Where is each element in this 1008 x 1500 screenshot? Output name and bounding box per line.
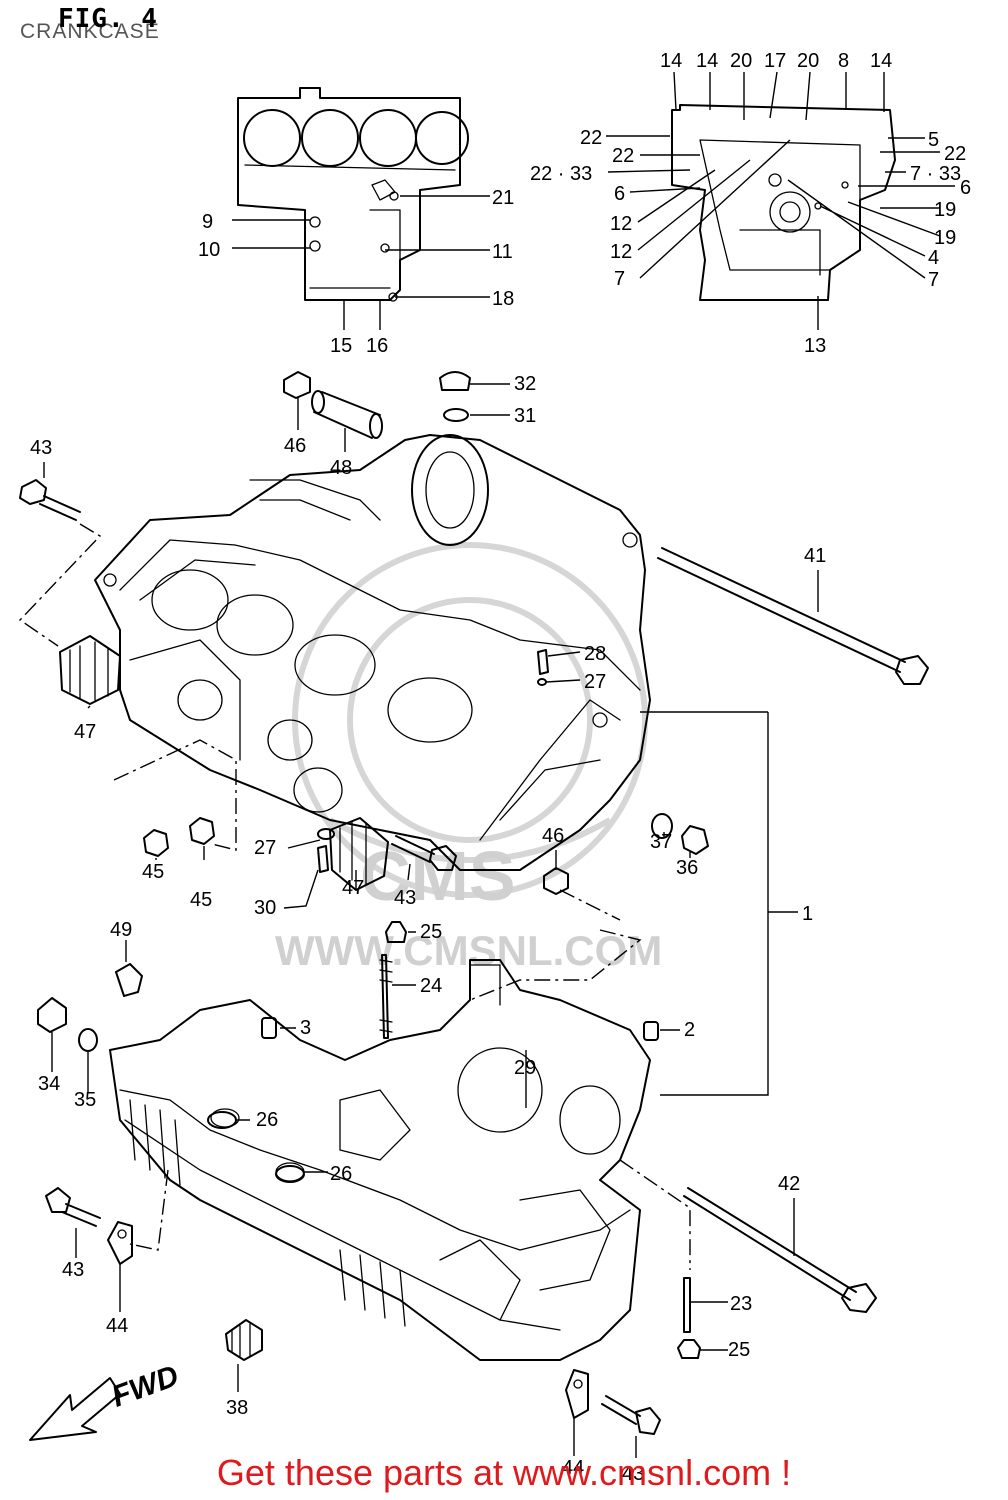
callout-46: 46 (284, 435, 306, 457)
callout-3: 3 (300, 1017, 311, 1039)
callout-49: 49 (110, 919, 132, 941)
callout-11: 11 (492, 241, 513, 263)
callout-7: 7 (614, 268, 625, 290)
callout-36: 36 (676, 857, 698, 879)
fwd-arrow-icon: FWD (29, 1359, 183, 1441)
callout-32: 32 (514, 373, 536, 395)
upper-crankcase (94, 434, 651, 871)
callout-7: 7 (928, 269, 939, 291)
callout-26: 26 (256, 1109, 278, 1131)
callout-27: 27 (584, 671, 606, 693)
callout-22: 22 (944, 143, 966, 165)
callout-46: 46 (542, 825, 564, 847)
callout-45: 45 (142, 861, 164, 883)
callout-7-33: 7 · 33 (910, 163, 961, 185)
callout-31: 31 (514, 405, 536, 427)
callout-28: 28 (584, 643, 606, 665)
callout-14: 14 (870, 50, 892, 72)
watermark-logo-text: CMS (360, 837, 516, 915)
callout-38: 38 (226, 1397, 248, 1419)
callout-26: 26 (330, 1163, 352, 1185)
fwd-label: FWD (108, 1359, 183, 1413)
callout-24: 24 (420, 975, 442, 997)
callout-12: 12 (610, 241, 632, 263)
callout-1: 1 (802, 903, 813, 925)
callout-6: 6 (614, 183, 625, 205)
callout-4: 4 (928, 247, 939, 269)
callout-18: 18 (492, 288, 514, 310)
callout-37: 37 (650, 831, 672, 853)
callout-16: 16 (366, 335, 388, 357)
callout-12: 12 (610, 213, 632, 235)
upper-case-inset (237, 87, 469, 302)
callout-41: 41 (804, 545, 826, 567)
callout-19: 19 (934, 227, 956, 249)
callout-27: 27 (254, 837, 276, 859)
watermark-url: WWW.CMSNL.COM (275, 927, 662, 974)
callout-20: 20 (797, 50, 819, 72)
callout-17: 17 (764, 50, 786, 72)
lower-case-inset (671, 104, 896, 301)
callout-21: 21 (492, 187, 514, 209)
small-parts (19, 371, 929, 1435)
callout-44: 44 (106, 1315, 128, 1337)
callout-45: 45 (190, 889, 212, 911)
callout-47: 47 (74, 721, 96, 743)
callout-23: 23 (730, 1293, 752, 1315)
callout-47: 47 (342, 877, 364, 899)
callout-10: 10 (198, 239, 220, 261)
callout-25: 25 (728, 1339, 750, 1361)
callout-5: 5 (928, 129, 939, 151)
callout-22-33: 22 · 33 (530, 163, 592, 185)
callout-14: 14 (660, 50, 682, 72)
callout-43: 43 (394, 887, 416, 909)
callout-29: 29 (514, 1057, 536, 1079)
callout-8: 8 (838, 50, 849, 72)
callout-22: 22 (580, 127, 602, 149)
callout-labels: 14 14 20 17 20 8 14 22 22 22 · 33 6 12 1… (30, 50, 971, 1485)
callout-22: 22 (612, 145, 634, 167)
watermark-logo: CMS WWW.CMSNL.COM (275, 542, 662, 974)
callout-30: 30 (254, 897, 276, 919)
callout-34: 34 (38, 1073, 60, 1095)
callout-6: 6 (960, 177, 971, 199)
leader-lines (18, 71, 955, 1458)
callout-43: 43 (622, 1463, 644, 1485)
callout-35: 35 (74, 1089, 96, 1111)
callout-42: 42 (778, 1173, 800, 1195)
figure-title: FIG. 4 (58, 4, 158, 34)
callout-14: 14 (696, 50, 718, 72)
footer-link-text[interactable]: Get these parts at www.cmsnl.com ! (216, 1452, 792, 1493)
callout-2: 2 (684, 1019, 695, 1041)
callout-44: 44 (562, 1457, 584, 1479)
callout-13: 13 (804, 335, 826, 357)
callout-15: 15 (330, 335, 352, 357)
callout-48: 48 (330, 457, 352, 479)
callout-43: 43 (30, 437, 52, 459)
figure-subtitle: CRANKCASE (20, 20, 160, 43)
callout-43: 43 (62, 1259, 84, 1281)
callout-19: 19 (934, 199, 956, 221)
callout-20: 20 (730, 50, 752, 72)
callout-25: 25 (420, 921, 442, 943)
callout-9: 9 (202, 211, 213, 233)
